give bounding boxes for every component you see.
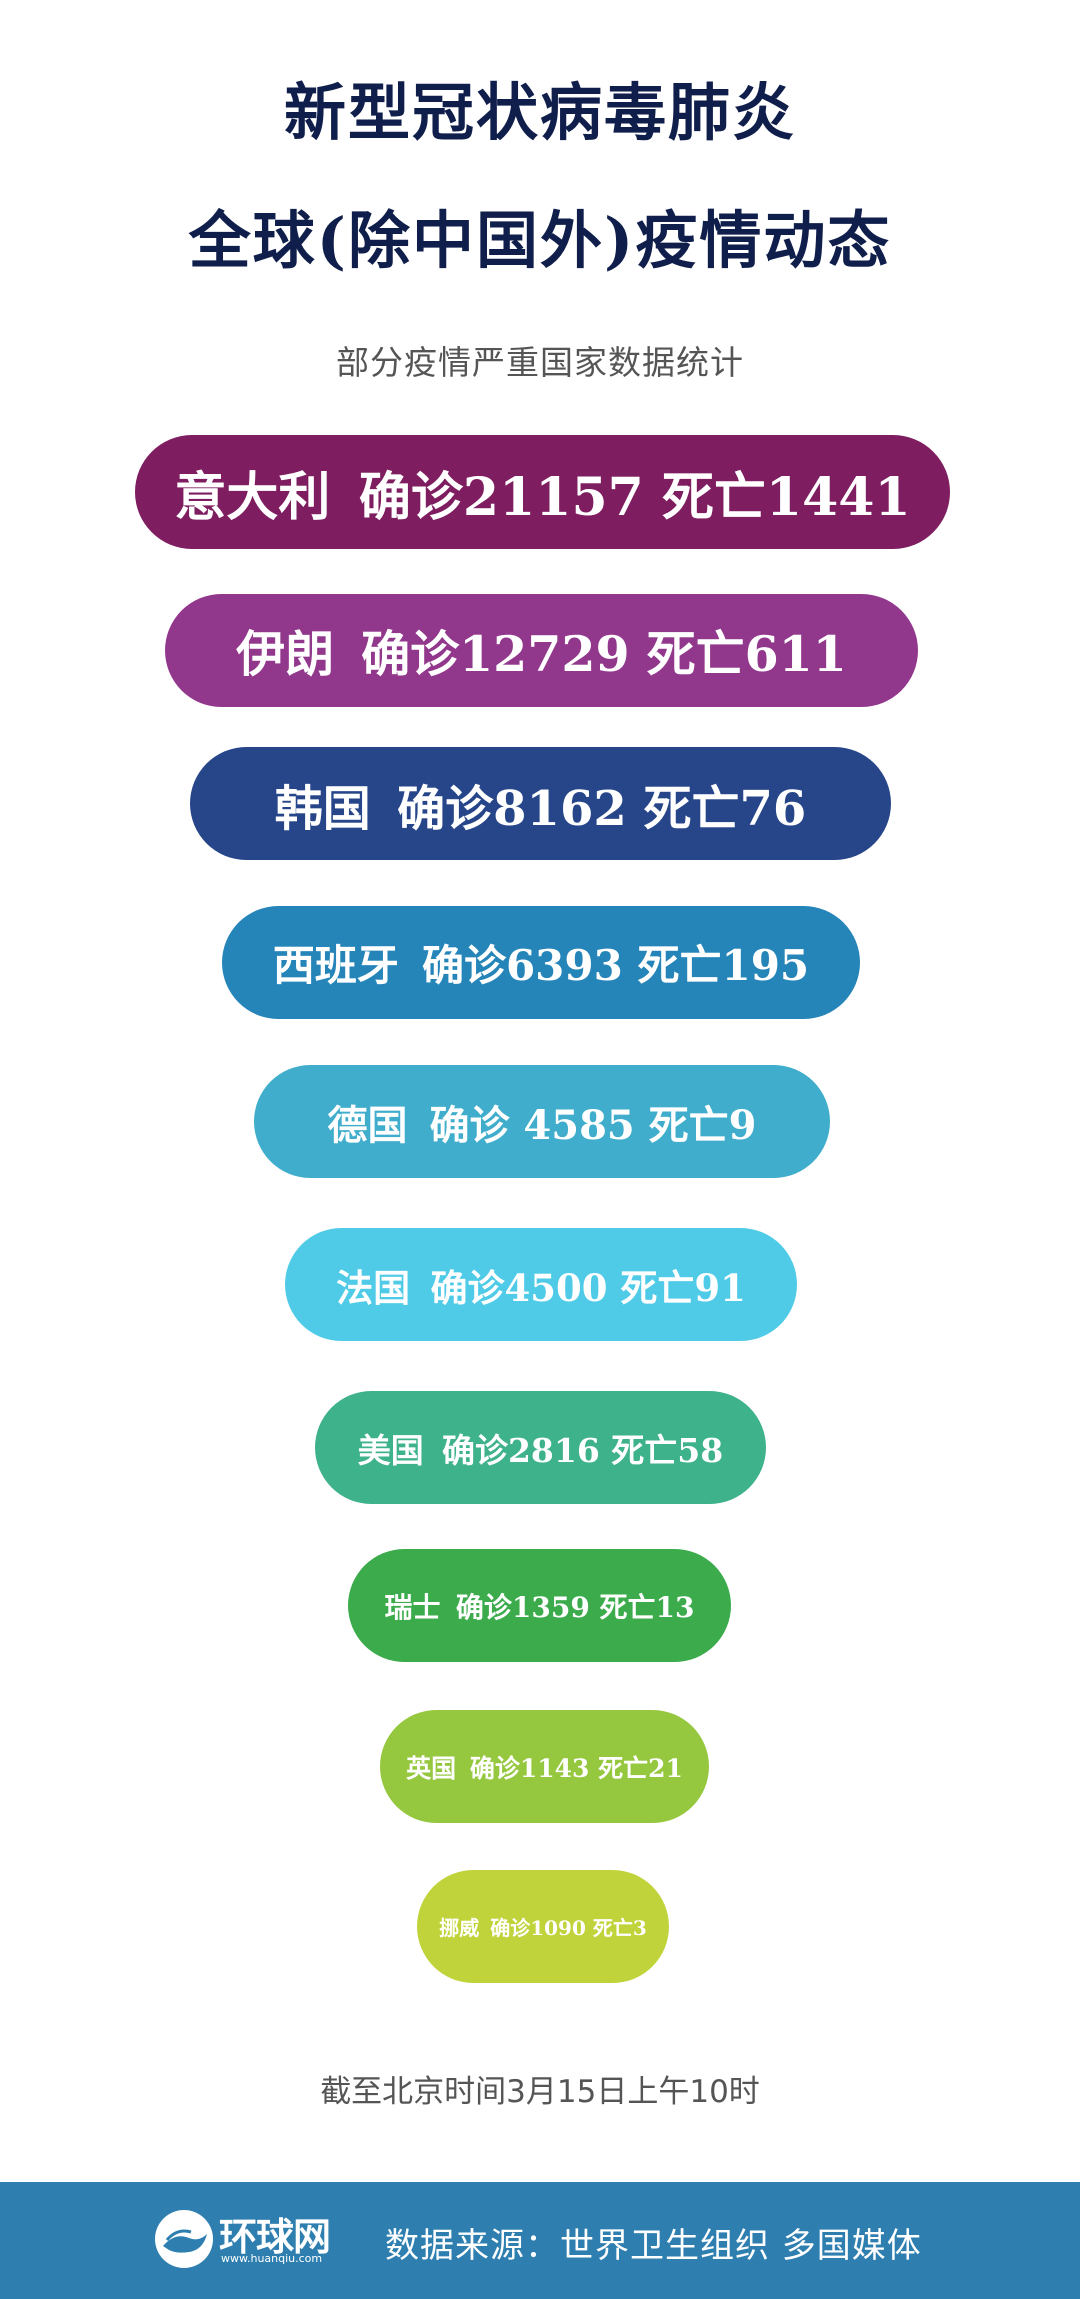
country-pill-norway: 挪威 确诊1090 死亡3 [417, 1870, 669, 1983]
country-pill-usa: 美国 确诊2816 死亡58 [315, 1391, 766, 1504]
huanqiu-logo[interactable]: 环球网 www.huanqiu.com [155, 2204, 340, 2274]
country-stats: 确诊4500 死亡91 [430, 1265, 746, 1310]
country-name: 美国 [357, 1430, 424, 1470]
data-source: 数据来源：世界卫生组织 多国媒体 [385, 2226, 922, 2266]
subtitle: 部分疫情严重国家数据统计 [336, 343, 744, 382]
country-name: 西班牙 [272, 941, 399, 990]
country-name: 意大利 [174, 466, 331, 528]
logo-text: 环球网 [219, 2215, 331, 2259]
country-pill-iran: 伊朗 确诊12729 死亡611 [165, 594, 918, 707]
logo-url: www.huanqiu.com [221, 2252, 323, 2265]
country-stats: 确诊 4585 死亡9 [429, 1101, 757, 1149]
country-pill-france: 法国 确诊4500 死亡91 [285, 1228, 797, 1341]
globe-icon [155, 2210, 213, 2268]
country-pill-korea: 韩国 确诊8162 死亡76 [190, 747, 891, 860]
country-stats: 确诊1359 死亡13 [455, 1590, 695, 1624]
country-name: 法国 [336, 1265, 411, 1310]
country-stats: 确诊1090 死亡3 [490, 1916, 647, 1940]
country-name: 韩国 [274, 780, 371, 837]
country-name: 挪威 [439, 1916, 480, 1940]
country-pill-germany: 德国 确诊 4585 死亡9 [254, 1065, 830, 1178]
country-pill-uk: 英国 确诊1143 死亡21 [380, 1710, 709, 1823]
country-pill-italy: 意大利 确诊21157 死亡1441 [135, 435, 950, 549]
country-name: 伊朗 [236, 625, 335, 683]
country-stats: 确诊6393 死亡195 [421, 941, 810, 990]
country-stats: 确诊8162 死亡76 [397, 780, 807, 837]
country-pill-switzerland: 瑞士 确诊1359 死亡13 [348, 1549, 731, 1662]
country-name: 德国 [327, 1101, 408, 1149]
title-line-1: 新型冠状病毒肺炎 [283, 76, 796, 149]
timestamp-note: 截至北京时间3月15日上午10时 [320, 2074, 760, 2110]
country-stats: 确诊2816 死亡58 [441, 1430, 724, 1470]
footer-bar: 环球网 www.huanqiu.com 数据来源：世界卫生组织 多国媒体 [0, 2182, 1080, 2299]
country-stats: 确诊21157 死亡1441 [358, 466, 911, 528]
title-line-2: 全球(除中国外)疫情动态 [188, 204, 892, 277]
country-name: 瑞士 [384, 1590, 441, 1624]
country-name: 英国 [406, 1753, 457, 1783]
country-stats: 确诊12729 死亡611 [361, 625, 847, 683]
country-stats: 确诊1143 死亡21 [469, 1753, 683, 1783]
country-pill-spain: 西班牙 确诊6393 死亡195 [222, 906, 860, 1019]
